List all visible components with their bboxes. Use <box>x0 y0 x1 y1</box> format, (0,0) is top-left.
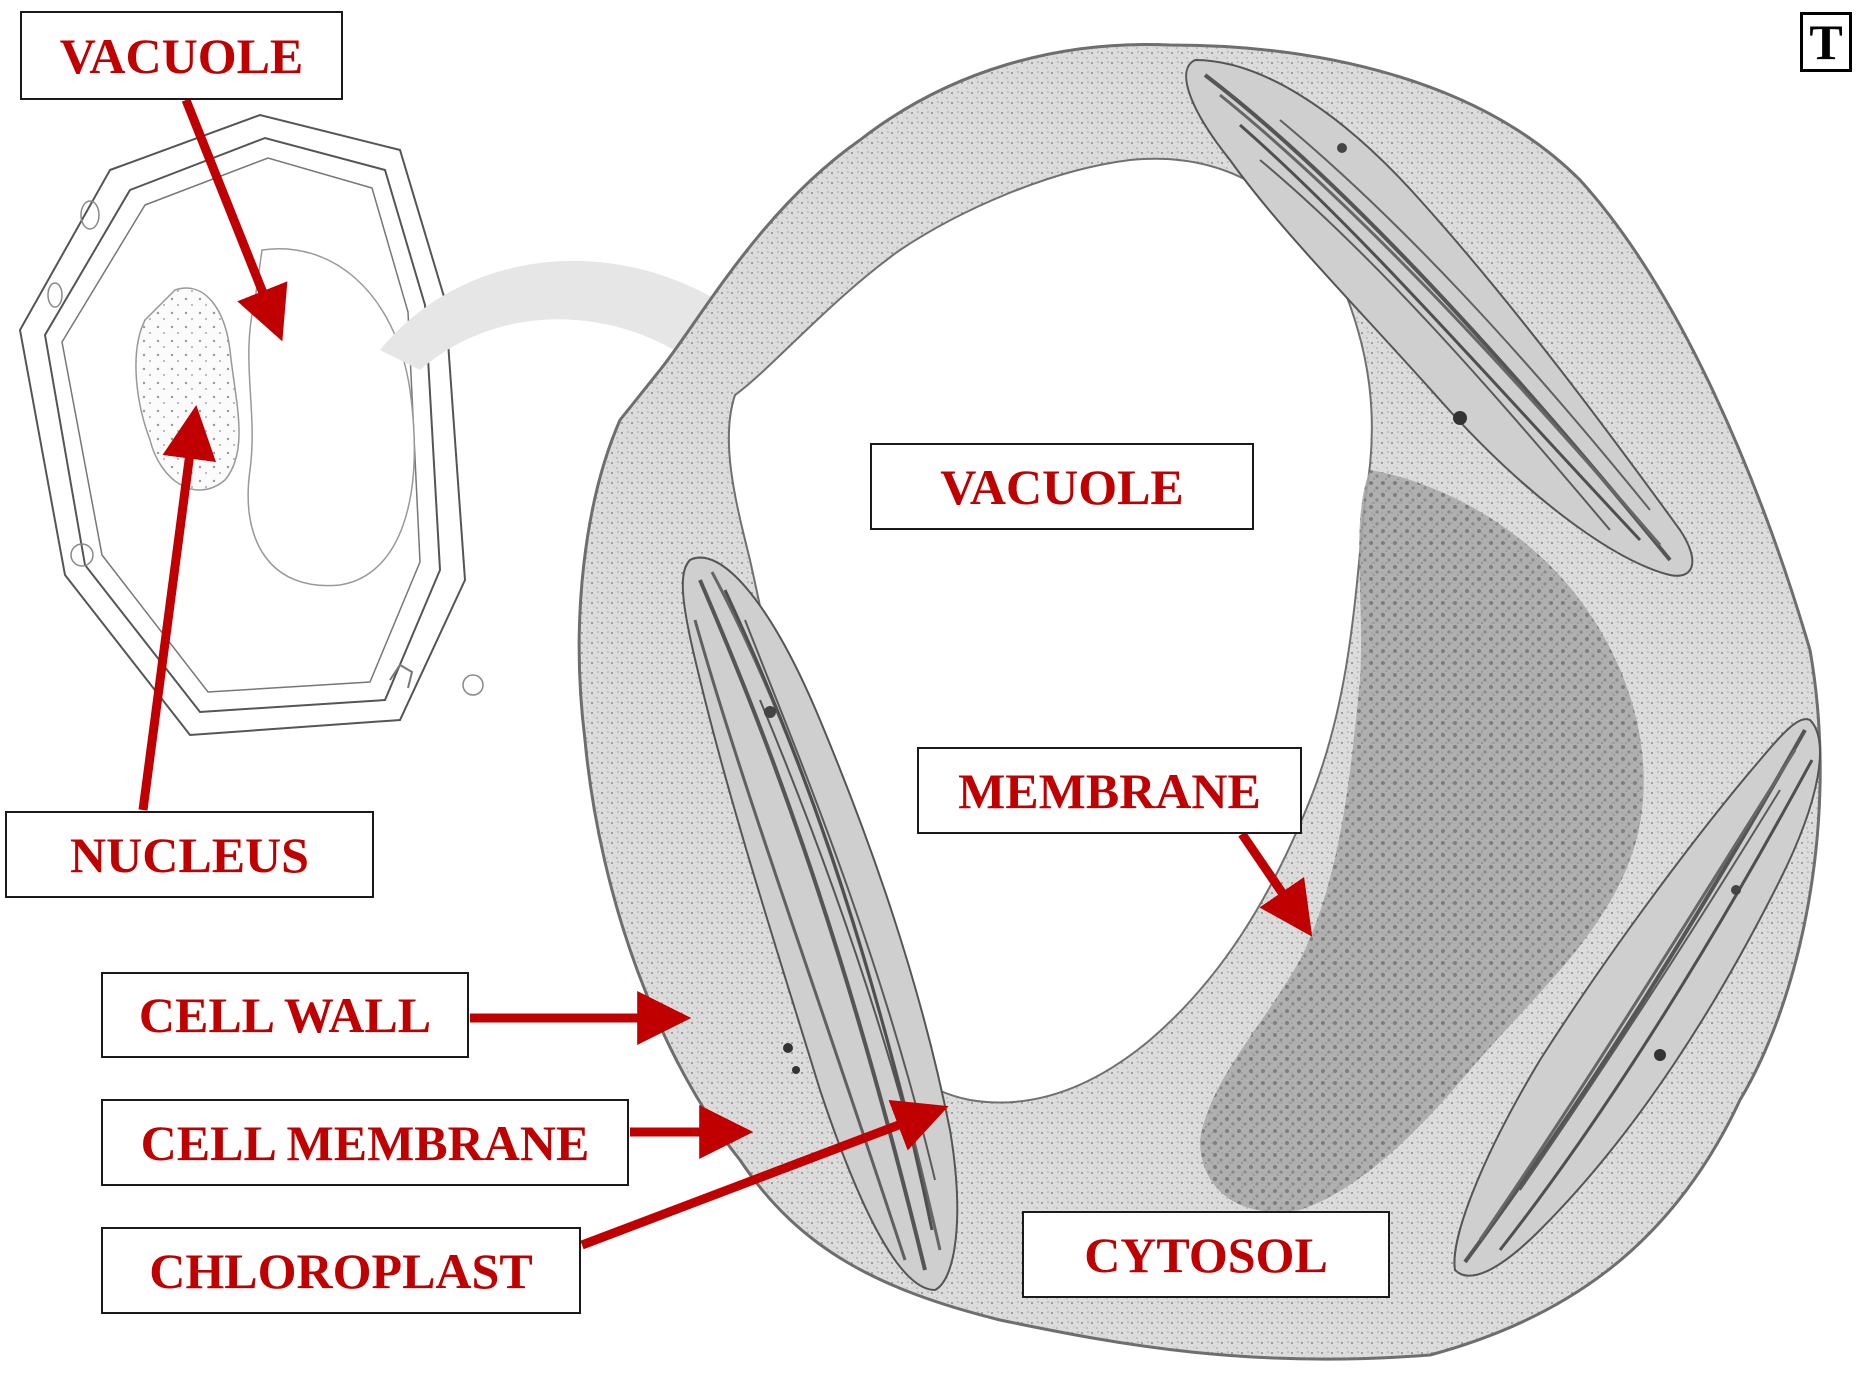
label-cytosol: CYTOSOL <box>1022 1211 1390 1298</box>
label-cell-wall: CELL WALL <box>101 972 469 1058</box>
label-chloroplast: CHLOROPLAST <box>101 1227 581 1314</box>
corner-badge: T <box>1800 12 1852 72</box>
label-cell-membrane: CELL MEMBRANE <box>101 1099 629 1186</box>
label-vacuole-center: VACUOLE <box>870 443 1254 530</box>
schematic-cell <box>20 115 483 735</box>
label-nucleus: NUCLEUS <box>5 811 374 898</box>
label-vacuole-top: VACUOLE <box>20 11 343 100</box>
label-membrane: MEMBRANE <box>917 747 1302 834</box>
micrograph-cell <box>579 44 1820 1359</box>
